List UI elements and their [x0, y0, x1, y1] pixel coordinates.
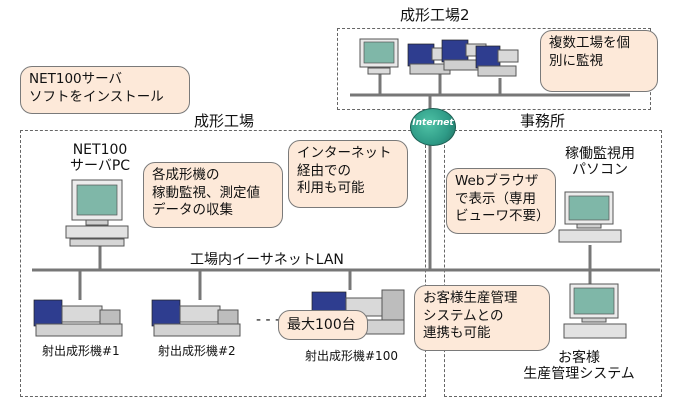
- factory-title: 成形工場: [194, 112, 255, 130]
- lan-label: 工場内イーサネットLAN: [190, 252, 344, 268]
- monitor-pc-icon: [558, 191, 622, 243]
- customer-callout: お客様生産管理 システムとの 連携も可能: [414, 285, 550, 351]
- server-label: NET100 サーバPC: [69, 142, 131, 175]
- web-callout: Webブラウザ で表示（専用 ビューワ不要）: [446, 168, 556, 234]
- internet-label: Internet: [412, 118, 454, 128]
- machine-100-label: 射出成形機#100: [305, 349, 398, 363]
- machine-2-label: 射出成形機#2: [158, 344, 236, 358]
- machine-1-icon: [33, 299, 123, 337]
- factory2-pc-icon: [359, 38, 399, 75]
- customer-pc-icon: [563, 283, 627, 339]
- machine-2-icon: [151, 299, 241, 337]
- office-zone: [444, 130, 662, 397]
- machines-ellipsis: - - -: [256, 312, 281, 328]
- max-callout: 最大100台: [278, 310, 368, 340]
- factory2-callout: 複数工場を個 別に監視: [540, 30, 658, 92]
- monitor-label: 稼働監視用 パソコン: [565, 146, 635, 179]
- factory2-machines-icon: [407, 39, 519, 77]
- office-title: 事務所: [520, 112, 566, 130]
- function-callout: 各成形機の 稼動監視、測定値 データの収集: [143, 162, 283, 228]
- server-pc-icon: [65, 179, 129, 247]
- customer-label: お客様 生産管理システム: [523, 350, 635, 383]
- server-callout: NET100サーバ ソフトをインストール: [20, 66, 190, 114]
- internet-globe-icon: [410, 108, 456, 146]
- factory2-title: 成形工場2: [400, 6, 470, 24]
- machine-1-label: 射出成形機#1: [42, 344, 120, 358]
- internet-callout: インターネット 経由での 利用も可能: [288, 140, 408, 208]
- factory-zone: [20, 130, 426, 397]
